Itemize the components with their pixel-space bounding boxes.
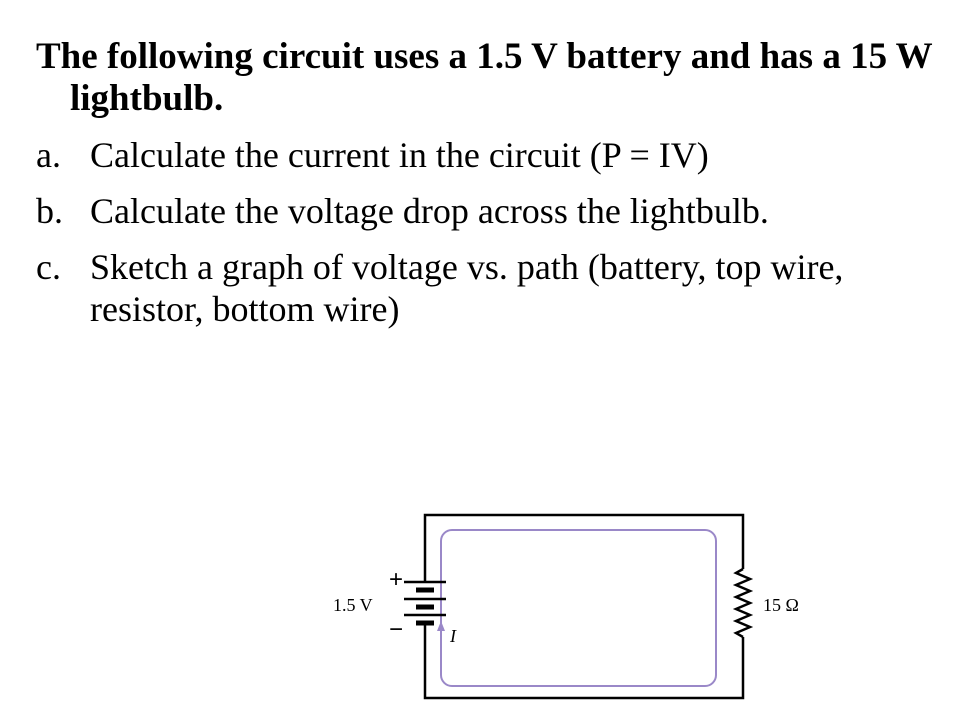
circuit-svg: 1.5 V 15 Ω I + − bbox=[333, 513, 799, 700]
battery-symbol bbox=[404, 580, 446, 626]
resistor-symbol bbox=[732, 567, 754, 639]
problem-statement: The following circuit uses a 1.5 V batte… bbox=[36, 36, 932, 119]
question-item-a: a. Calculate the current in the circuit … bbox=[36, 134, 936, 176]
question-text: Calculate the current in the circuit (P … bbox=[90, 135, 709, 175]
plus-sign: + bbox=[389, 566, 403, 593]
question-marker: a. bbox=[36, 135, 61, 175]
question-text: Sketch a graph of voltage vs. path (batt… bbox=[90, 247, 844, 329]
current-arrow-icon bbox=[437, 621, 445, 631]
slide-text: The following circuit uses a 1.5 V batte… bbox=[36, 36, 936, 344]
question-list: a. Calculate the current in the circuit … bbox=[36, 134, 936, 330]
circuit-wire bbox=[423, 513, 745, 700]
resistor-label: 15 Ω bbox=[763, 595, 799, 615]
question-marker: b. bbox=[36, 191, 63, 231]
circuit-diagram: 1.5 V 15 Ω I + − bbox=[325, 505, 825, 720]
question-item-c: c. Sketch a graph of voltage vs. path (b… bbox=[36, 246, 936, 330]
battery-label: 1.5 V bbox=[333, 595, 373, 615]
current-path bbox=[440, 529, 717, 687]
question-marker: c. bbox=[36, 247, 61, 287]
question-text: Calculate the voltage drop across the li… bbox=[90, 191, 769, 231]
current-label: I bbox=[449, 626, 457, 646]
minus-sign: − bbox=[389, 616, 403, 643]
question-item-b: b. Calculate the voltage drop across the… bbox=[36, 190, 936, 232]
